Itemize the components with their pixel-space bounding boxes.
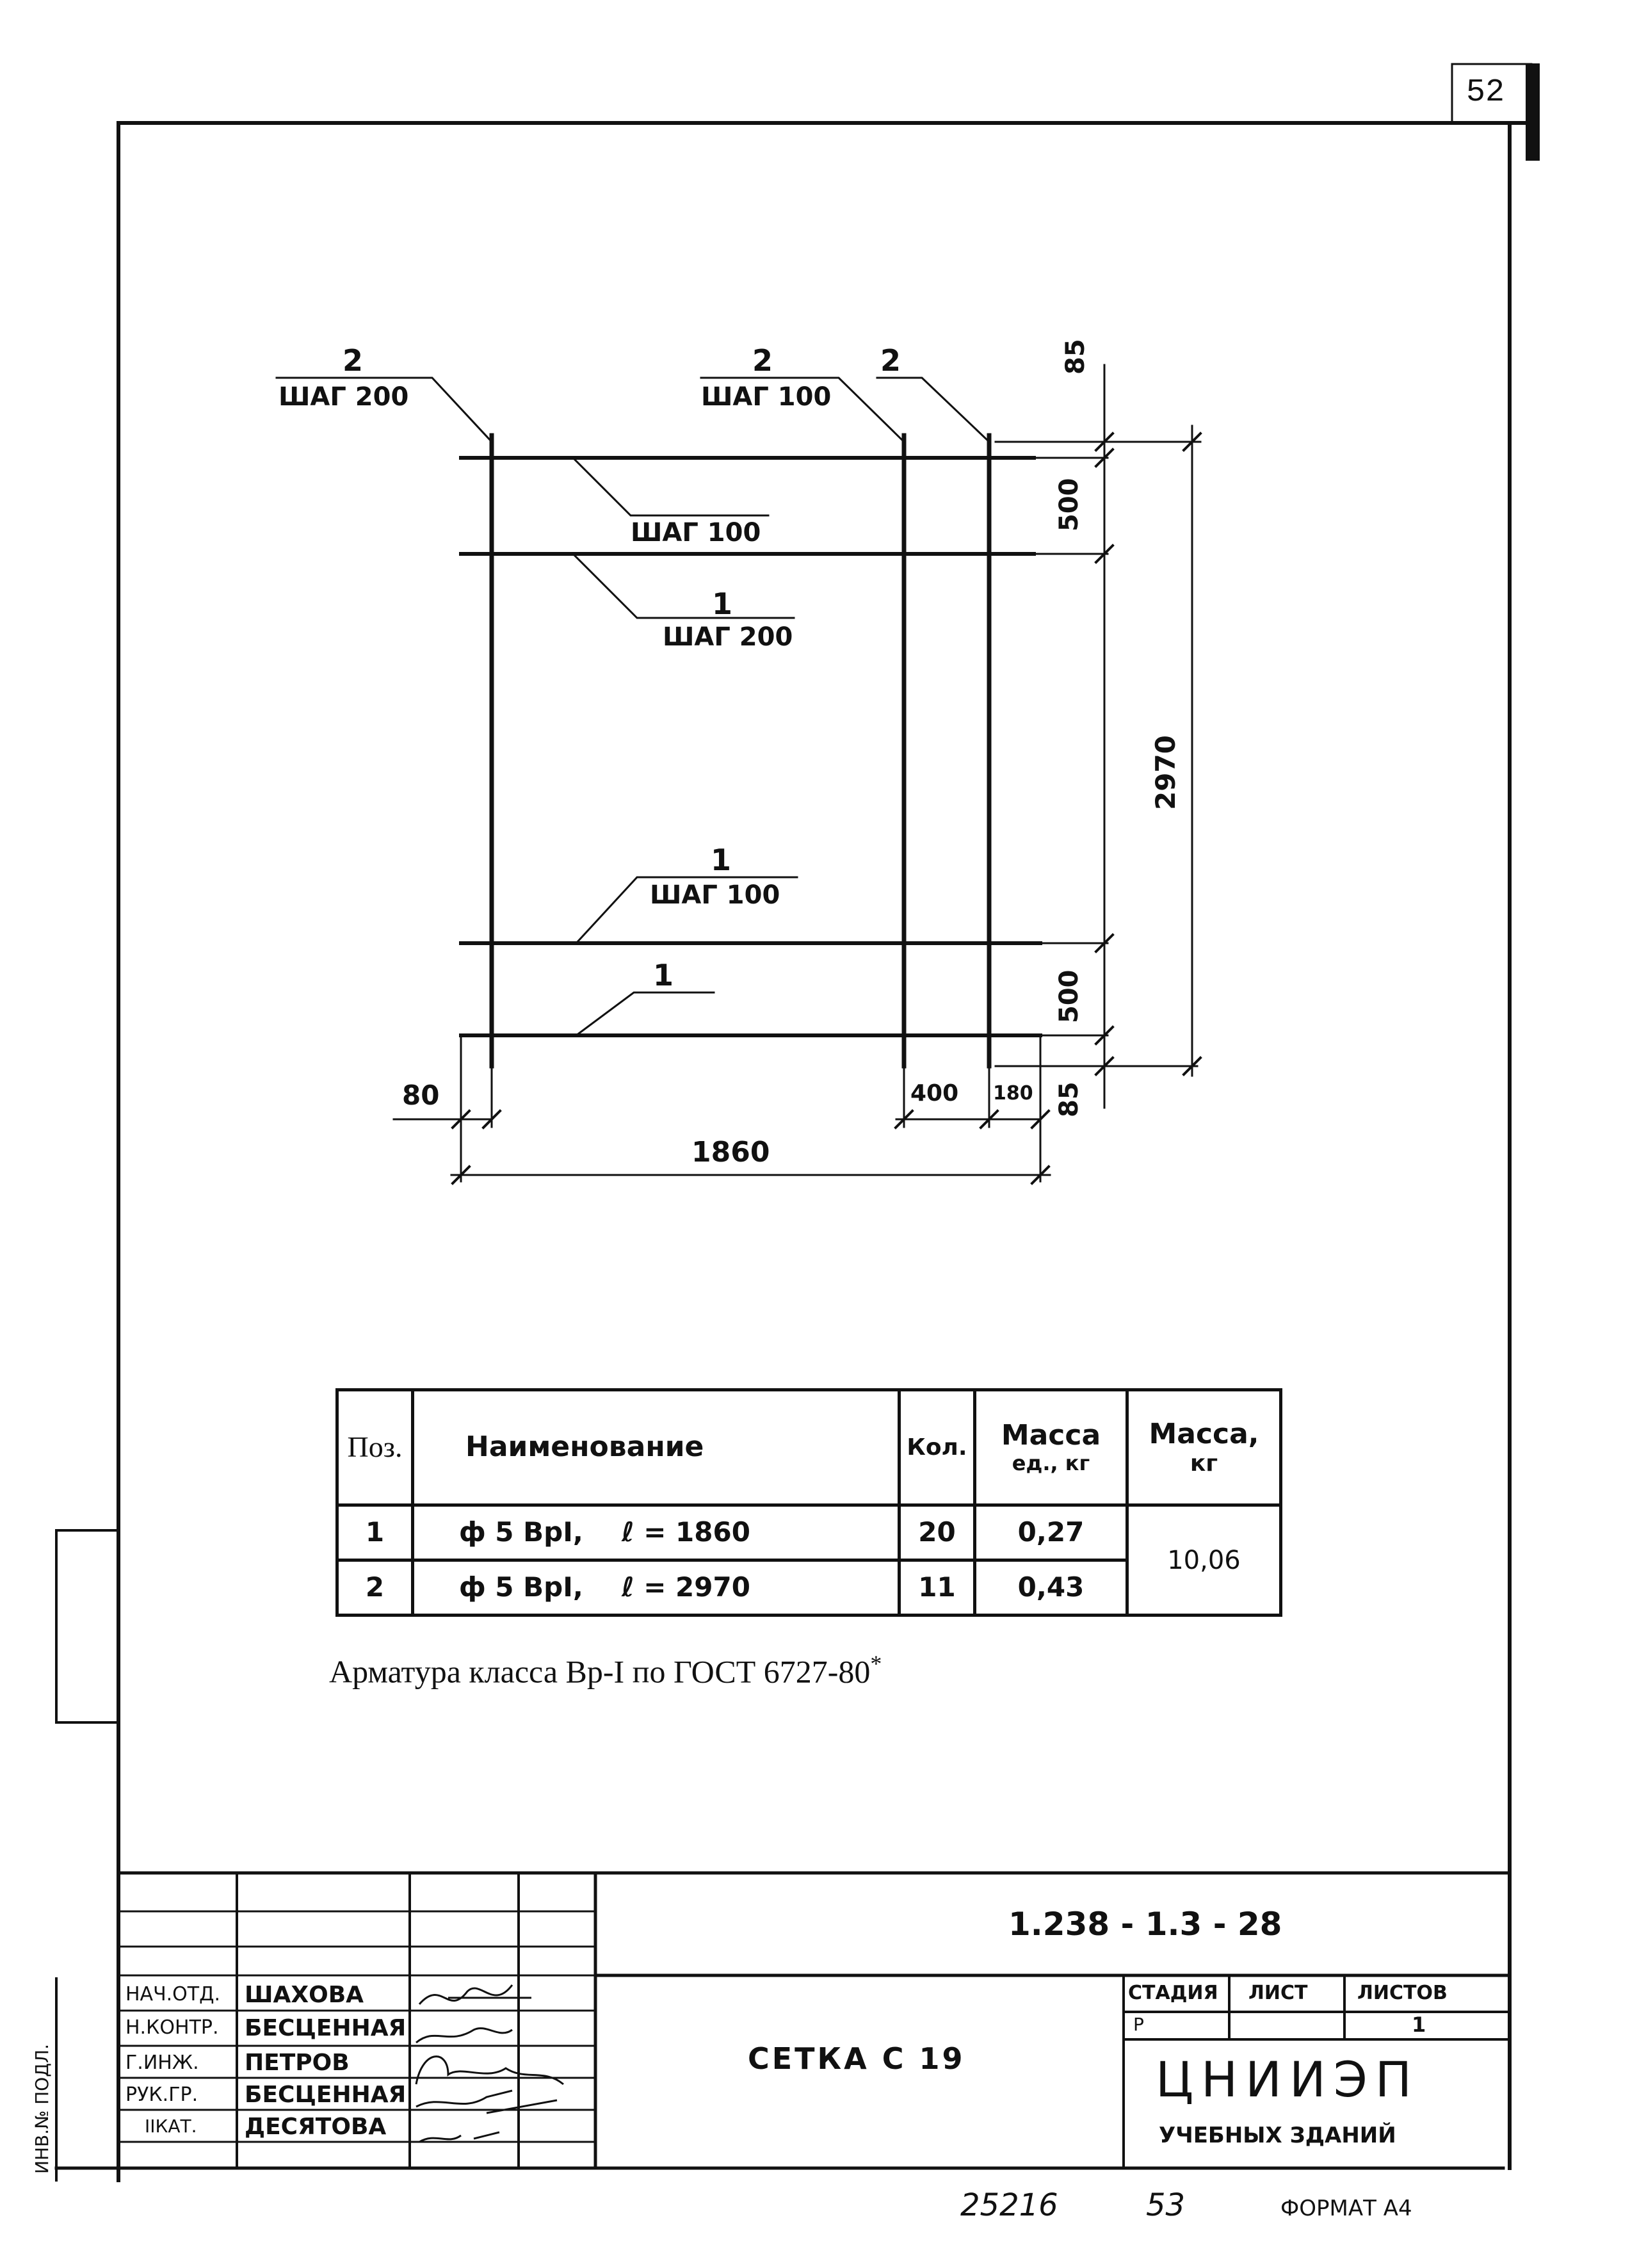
page-number: 52	[1466, 74, 1505, 111]
label-top-left-pos: 2	[343, 343, 364, 378]
header-pos: Поз.	[335, 1388, 414, 1507]
dim-total-width: 1860	[691, 1136, 770, 1169]
label-upper-bar2-pos: 1	[712, 587, 733, 621]
label-bottom-bar-pos: 1	[653, 958, 674, 992]
row2-length: ℓ = 2970	[621, 1571, 750, 1603]
drawing-designation: 1.238 - 1.3 - 28	[1008, 1906, 1282, 1943]
label-top-mid-step: ШАГ 100	[701, 382, 832, 412]
row1-qty: 20	[898, 1503, 976, 1562]
signature-1	[418, 1984, 531, 2005]
inventory-number: 25216	[960, 2187, 1058, 2223]
row1-name-text: ф 5 ВрI,	[459, 1516, 583, 1548]
name-1: ШАХОВА	[245, 1982, 364, 2008]
header-unit-mass-line1: Масса	[1001, 1418, 1101, 1452]
org-subname: УЧЕБНЫХ ЗДАНИЙ	[1159, 2123, 1396, 2148]
dim-right-gap-1: 400	[910, 1080, 959, 1106]
header-unit-mass-line2: ед., кг	[1012, 1451, 1090, 1476]
specification-table: Поз. Наименование Кол. Масса ед., кг Мас…	[335, 1388, 1282, 1617]
dim-upper-spacing: 500	[1054, 478, 1084, 532]
sheet-number: 53	[1146, 2187, 1186, 2223]
stage-value: Р	[1133, 2014, 1144, 2035]
drawing-title: СЕТКА С 19	[748, 2041, 965, 2076]
role-3: Г.ИНЖ.	[125, 2052, 199, 2074]
role-1: НАЧ.ОТД.	[125, 1983, 221, 2005]
sheet-header: ЛИСТ	[1248, 1982, 1308, 2004]
header-qty: Кол.	[898, 1388, 976, 1507]
row2-unit-mass: 0,43	[973, 1559, 1129, 1617]
dim-ticks-right-1	[1094, 432, 1115, 1076]
name-5: ДЕСЯТОВА	[245, 2114, 387, 2140]
header-total-mass: Масса, кг	[1126, 1388, 1282, 1507]
leader-top-left	[275, 377, 494, 444]
leader-bar-h-4	[574, 991, 715, 1037]
stage-header: СТАДИЯ	[1128, 1982, 1218, 2004]
label-lower-bar-pos: 1	[711, 843, 732, 877]
label-top-right-pos: 2	[880, 343, 901, 378]
signature-5	[419, 2131, 500, 2143]
leader-top-right	[876, 377, 991, 444]
note-text: Арматура класса Вр-I по ГОСТ 6727-80	[329, 1653, 871, 1690]
spec-row-1: 1 ф 5 ВрI, ℓ = 1860 20 0,27 10,06	[335, 1503, 1282, 1617]
header-total-mass-line2: кг	[1190, 1450, 1218, 1477]
dim-total-height: 2970	[1150, 735, 1181, 810]
spec-header-row: Поз. Наименование Кол. Масса ед., кг Мас…	[335, 1388, 1282, 1507]
leader-top-mid	[700, 377, 906, 444]
row1-length: ℓ = 1860	[621, 1516, 750, 1548]
tb-stage-box	[1122, 1974, 1511, 2169]
label-top-left-step: ШАГ 200	[278, 382, 409, 412]
header-unit-mass: Масса ед., кг	[973, 1388, 1129, 1507]
leader-bar-h-2	[571, 552, 795, 619]
label-lower-bar-step: ШАГ 100	[650, 880, 780, 910]
label-upper-bar-step: ШАГ 100	[631, 518, 761, 547]
dim-right-gap-2: 180	[993, 1082, 1033, 1105]
row2-pos: 2	[335, 1559, 414, 1617]
dim-lower-spacing: 500	[1054, 969, 1084, 1024]
page-number-box	[1451, 63, 1533, 124]
paper-format: ФОРМАТ А4	[1280, 2196, 1412, 2221]
tb-left-cols	[236, 1872, 520, 2169]
sheets-header: ЛИСТОВ	[1357, 1982, 1448, 2004]
signatures	[415, 1984, 564, 2143]
row1-pos: 1	[335, 1503, 414, 1562]
tb-left-rows	[117, 1910, 597, 2143]
row2-name-text: ф 5 ВрI,	[459, 1571, 583, 1603]
name-2: БЕСЦЕННАЯ	[245, 2015, 407, 2041]
signature-4	[416, 2089, 558, 2114]
org-name: ЦНИИЭП	[1156, 2051, 1420, 2108]
role-5: IIКАТ.	[145, 2116, 197, 2137]
leader-bar-h-1	[571, 456, 770, 517]
dim-ticks-1860	[451, 1165, 1051, 1185]
name-4: БЕСЦЕННАЯ	[245, 2082, 407, 2108]
name-3: ПЕТРОВ	[245, 2050, 350, 2076]
dim-ticks-total	[1182, 432, 1202, 1076]
margin-tick-1	[55, 1529, 120, 1724]
dim-left-offset: 80	[402, 1080, 440, 1111]
note-mark: *	[870, 1651, 882, 1676]
dim-bottom-offset: 85	[1054, 1081, 1084, 1117]
leader-bar-h-3	[574, 876, 798, 945]
header-name: Наименование	[411, 1388, 901, 1507]
row1-name: ф 5 ВрI, ℓ = 1860	[411, 1503, 901, 1562]
spec-row-2: 2 ф 5 ВрI, ℓ = 2970 11 0,43	[335, 1559, 1281, 1617]
role-2: Н.КОНТР.	[125, 2016, 219, 2039]
signature-2	[416, 2027, 513, 2044]
reinforcement-note: Арматура класса Вр-I по ГОСТ 6727-80*	[329, 1652, 882, 1688]
label-top-mid-pos: 2	[752, 343, 773, 378]
signature-3	[415, 2055, 564, 2086]
row1-unit-mass: 0,27	[973, 1503, 1129, 1562]
label-upper-bar2-step: ШАГ 200	[663, 622, 793, 652]
dim-top-offset: 85	[1061, 339, 1090, 375]
sheets-value: 1	[1412, 2013, 1426, 2037]
header-pos-text: Поз.	[347, 1430, 403, 1464]
role-4: РУК.ГР.	[125, 2084, 198, 2106]
row2-name: ф 5 ВрI, ℓ = 2970	[411, 1559, 901, 1617]
total-mass: 10,06	[1126, 1503, 1282, 1617]
row2-qty: 11	[898, 1559, 976, 1617]
header-total-mass-line1: Масса,	[1149, 1417, 1259, 1450]
inventory-side-label: ИНВ.№ ПОДЛ.	[31, 2043, 52, 2174]
dim-ticks-bottom	[451, 1109, 1051, 1130]
